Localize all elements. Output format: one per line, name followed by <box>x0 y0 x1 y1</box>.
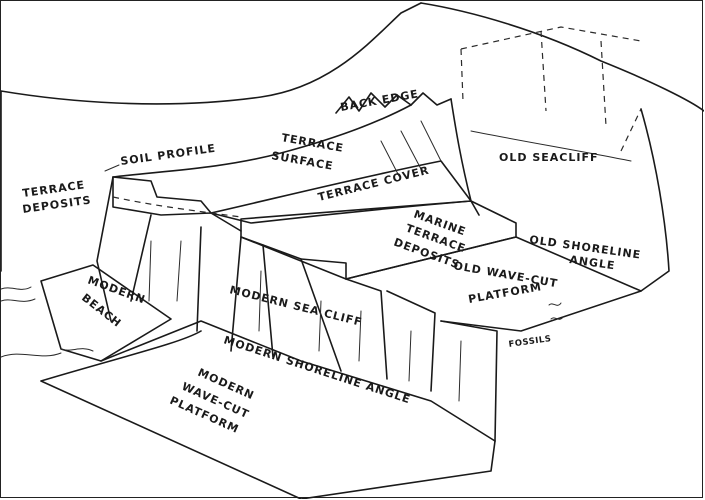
label-old-wave-cut-platform-2: PLATFORM <box>467 280 543 306</box>
terrace-deposits-block <box>112 176 242 232</box>
modern-beach <box>40 264 172 362</box>
soil-profile-leader <box>104 164 120 172</box>
old-seacliff-face <box>450 98 480 216</box>
old-seacliff-top <box>420 2 704 112</box>
modern-shoreline-angle <box>100 320 496 442</box>
sea-waves <box>1 286 62 358</box>
label-modern-sea-cliff: MODERN SEA CLIFF <box>228 283 364 329</box>
label-old-shoreline-angle-2: ANGLE <box>569 253 617 272</box>
back-edge-line <box>335 92 452 114</box>
modern-sea-cliff-face <box>96 176 498 442</box>
hillside-outline <box>1 2 422 272</box>
label-terrace-surface-2: SURFACE <box>270 149 334 173</box>
old-wave-cut-platform <box>345 236 642 332</box>
label-soil-profile: SOIL PROFILE <box>120 142 217 168</box>
terrace-cover-slope <box>210 160 472 224</box>
terrace-surface-edge <box>112 104 412 178</box>
label-fossils: FOSSILS <box>508 334 552 350</box>
soil-profile-line <box>112 196 242 218</box>
label-back-edge: BACK EDGE <box>339 87 420 114</box>
fossils-marks <box>548 302 564 320</box>
label-old-seacliff: OLD SEACLIFF <box>499 151 598 164</box>
buried-cliff-dashed <box>460 26 642 152</box>
modern-wave-cut-platform <box>40 330 496 499</box>
